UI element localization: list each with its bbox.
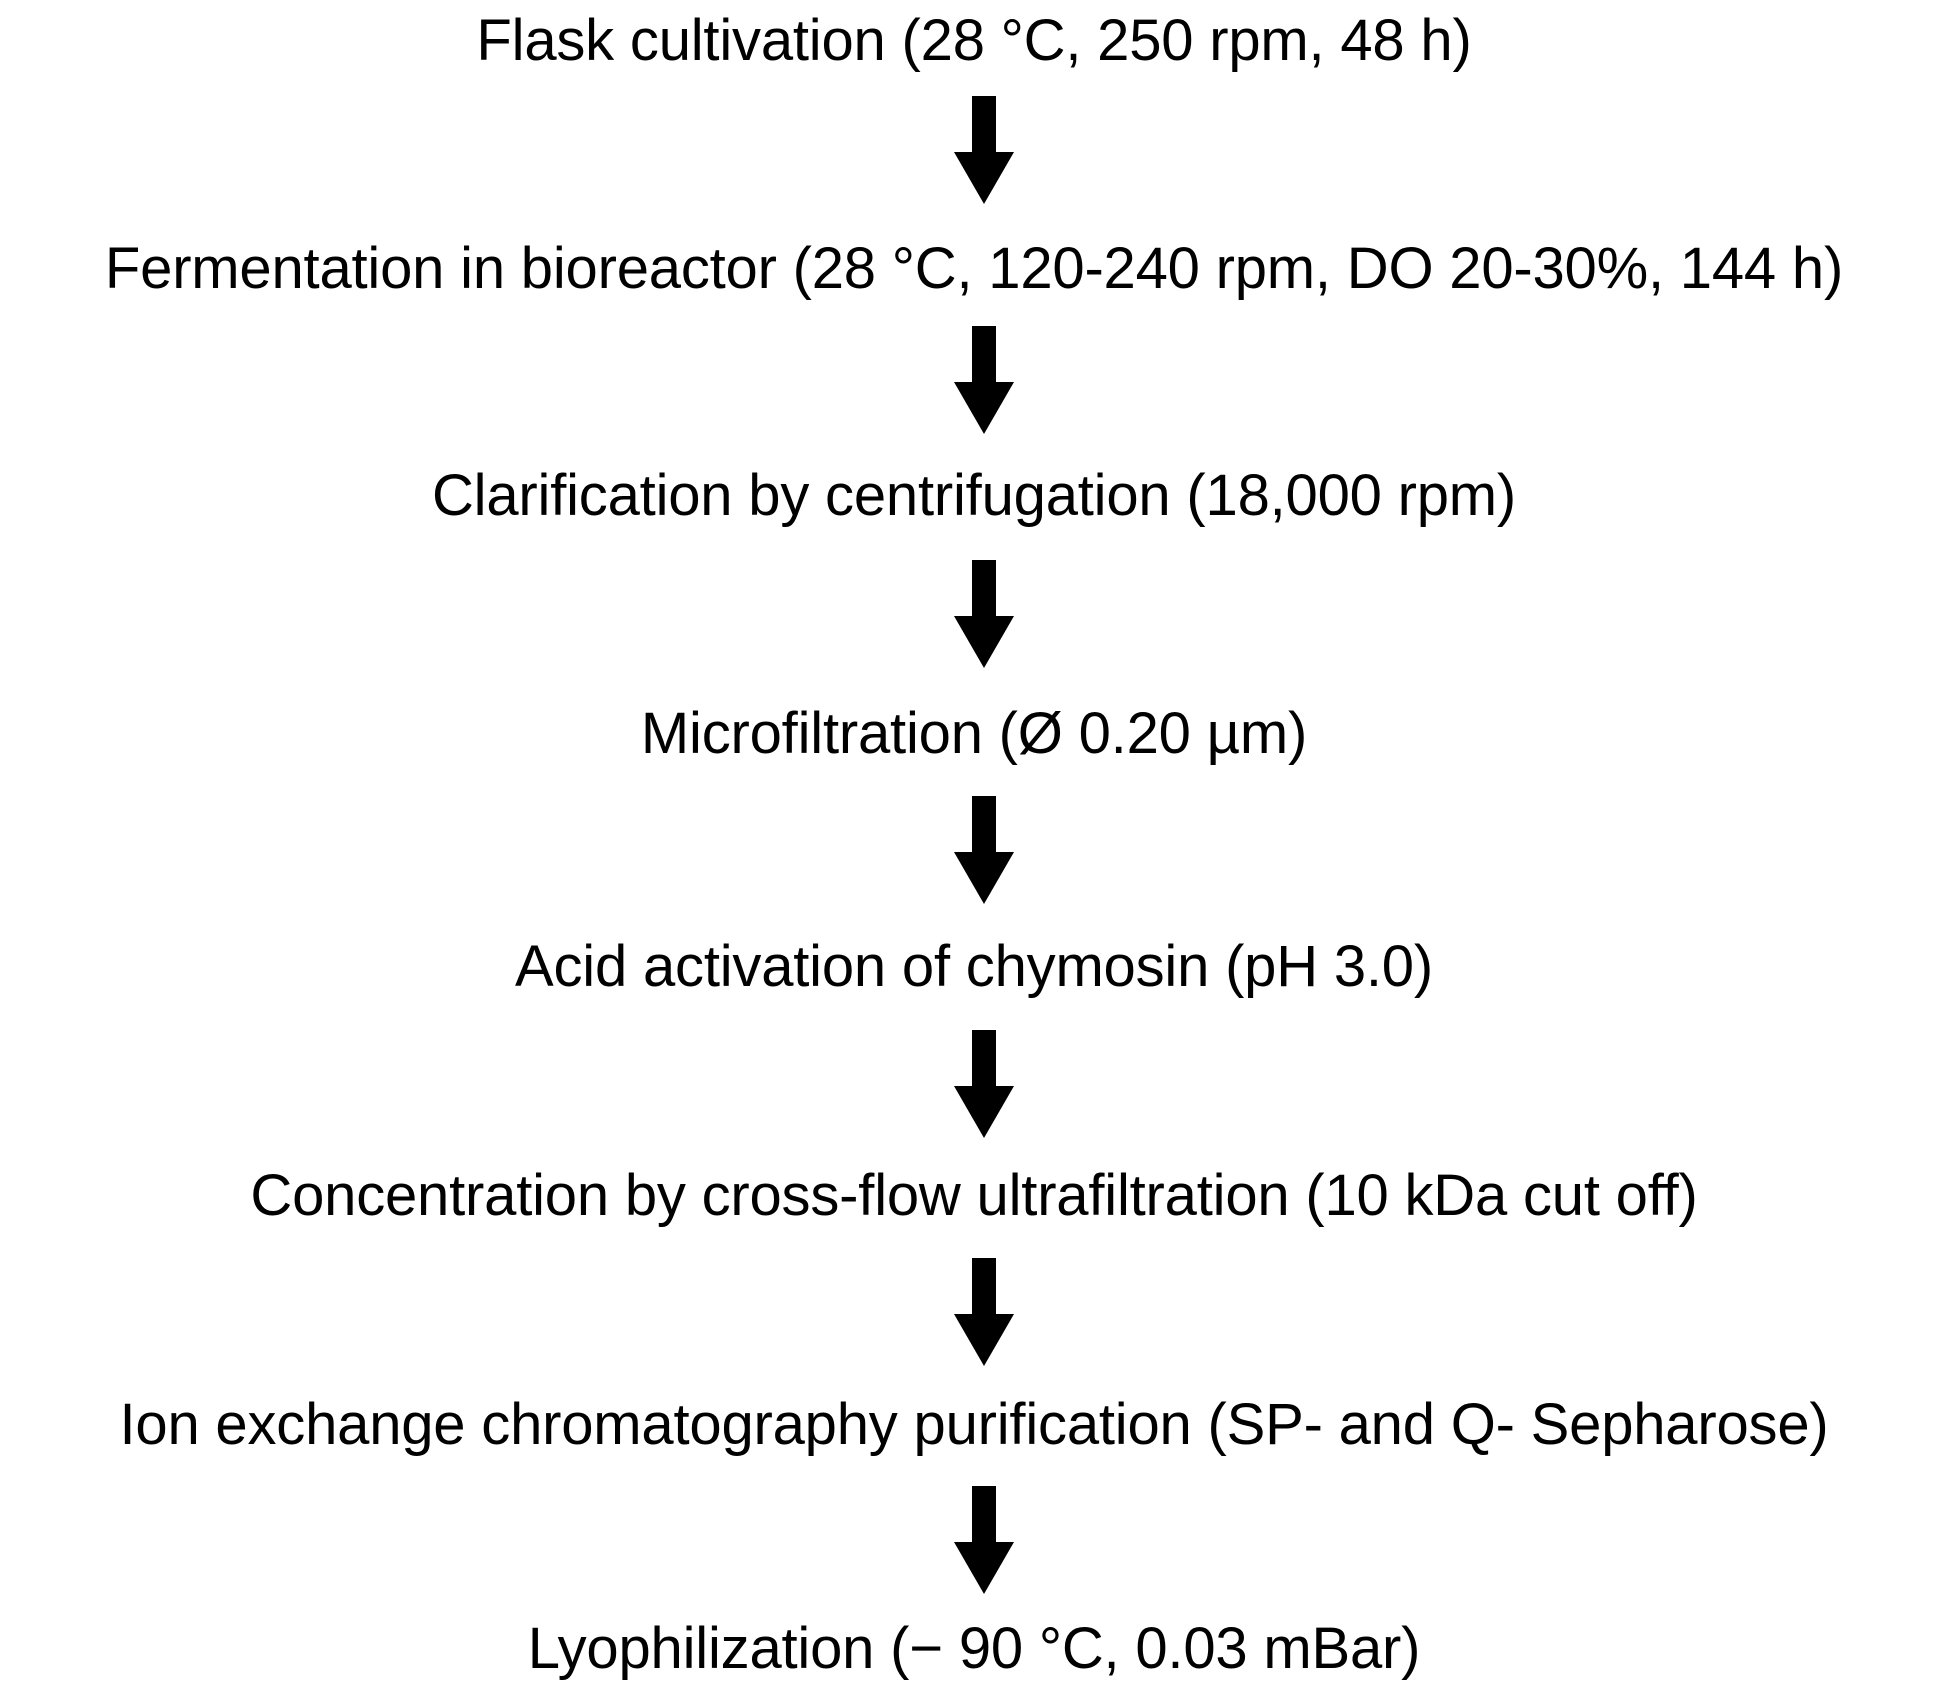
step-microfiltration: Microfiltration (Ø 0.20 µm) [640, 701, 1308, 766]
arrow-down-icon [954, 96, 1014, 206]
arrow-down-icon [954, 560, 1014, 670]
step-flask-cultivation: Flask cultivation (28 °C, 250 rpm, 48 h) [476, 8, 1472, 73]
arrow-down-icon [954, 796, 1014, 906]
arrow-down-icon [954, 1486, 1014, 1596]
step-fermentation: Fermentation in bioreactor (28 °C, 120-2… [104, 236, 1844, 301]
step-acid-activation: Acid activation of chymosin (pH 3.0) [515, 934, 1433, 999]
arrow-down-icon [954, 326, 1014, 436]
arrow-down-icon [954, 1258, 1014, 1368]
arrow-down-icon [954, 1030, 1014, 1140]
step-clarification: Clarification by centrifugation (18,000 … [431, 463, 1517, 528]
step-lyophilization: Lyophilization (− 90 °C, 0.03 mBar) [527, 1616, 1421, 1681]
step-ion-exchange: Ion exchange chromatography purification… [119, 1392, 1829, 1457]
step-concentration: Concentration by cross-flow ultrafiltrat… [250, 1163, 1698, 1228]
